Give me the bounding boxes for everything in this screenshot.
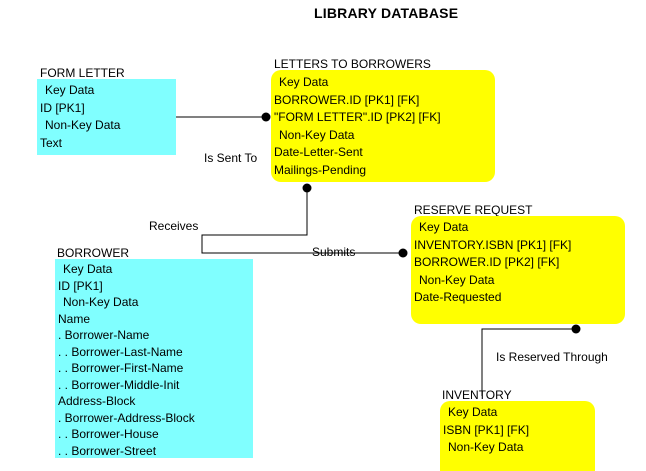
reserve-request-title: RESERVE REQUEST bbox=[414, 203, 533, 217]
key-data-header: Key Data bbox=[279, 75, 329, 89]
attribute: . . Borrower-First-Name bbox=[58, 361, 184, 375]
attribute: ID [PK1] bbox=[40, 100, 85, 115]
relationship-lines bbox=[176, 112, 581, 396]
reserve-request-entity[interactable]: Key Data INVENTORY.ISBN [PK1] [FK] BORRO… bbox=[411, 216, 625, 324]
submits-line bbox=[201, 242, 403, 254]
submits-label: Submits bbox=[312, 245, 356, 259]
attribute: Text bbox=[40, 135, 63, 150]
attribute: . . Borrower-Street bbox=[58, 443, 157, 458]
attribute: . . Borrower-Middle-Init bbox=[58, 377, 180, 392]
is-reserved-through-label: Is Reserved Through bbox=[496, 350, 608, 364]
attribute: . Borrower-Address-Block bbox=[58, 410, 195, 425]
key-data-header: Key Data bbox=[419, 220, 469, 234]
is-sent-to-endpoint bbox=[261, 112, 271, 122]
letters-to-borrowers-entity[interactable]: Key Data BORROWER.ID [PK1] [FK] "FORM LE… bbox=[271, 70, 495, 182]
submits-endpoint bbox=[398, 248, 408, 258]
diagram-title: LIBRARY DATABASE bbox=[314, 5, 459, 21]
attribute: BORROWER.ID [PK1] [FK] bbox=[274, 92, 420, 107]
receives-endpoint bbox=[302, 183, 312, 193]
non-key-data-header: Non-Key Data bbox=[279, 127, 355, 142]
key-data-header: Key Data bbox=[45, 83, 95, 97]
key-data-header: Key Data bbox=[63, 262, 113, 276]
is-reserved-through-line bbox=[481, 328, 576, 396]
key-data-header: Key Data bbox=[448, 405, 498, 419]
borrower-title: BORROWER bbox=[57, 246, 129, 260]
attribute: . Borrower-Name bbox=[58, 328, 150, 342]
attribute: . . Borrower-Last-Name bbox=[58, 344, 183, 359]
receives-label: Receives bbox=[149, 219, 199, 233]
non-key-data-header: Non-Key Data bbox=[419, 272, 495, 287]
receives-line bbox=[201, 188, 308, 242]
form-letter-title: FORM LETTER bbox=[40, 66, 125, 80]
is-sent-to-label: Is Sent To bbox=[204, 151, 258, 165]
attribute: "FORM LETTER".ID [PK2] [FK] bbox=[274, 110, 441, 124]
inventory-entity[interactable]: Key Data ISBN [PK1] [FK] Non-Key Data bbox=[440, 401, 595, 471]
non-key-data-header: Non-Key Data bbox=[45, 118, 121, 132]
attribute: Date-Requested bbox=[414, 290, 502, 304]
attribute: ID [PK1] bbox=[58, 278, 103, 293]
attribute: Name bbox=[58, 311, 91, 326]
attribute: INVENTORY.ISBN [PK1] [FK] bbox=[414, 237, 572, 252]
attribute: Mailings-Pending bbox=[274, 162, 367, 177]
attribute: ISBN [PK1] [FK] bbox=[443, 422, 530, 437]
inventory-title: INVENTORY bbox=[442, 388, 512, 402]
attribute: . . Borrower-House bbox=[58, 427, 159, 441]
form-letter-entity[interactable]: Key Data ID [PK1] Non-Key Data Text bbox=[37, 79, 176, 155]
non-key-data-header: Non-Key Data bbox=[63, 295, 139, 309]
non-key-data-header: Non-Key Data bbox=[448, 440, 524, 454]
attribute: BORROWER.ID [PK2] [FK] bbox=[414, 255, 560, 269]
is-reserved-through-endpoint bbox=[571, 324, 581, 334]
borrower-entity[interactable]: Key Data ID [PK1] Non-Key Data Name . Bo… bbox=[55, 259, 253, 458]
attribute: Address-Block bbox=[58, 394, 136, 408]
attribute: Date-Letter-Sent bbox=[274, 145, 363, 159]
letters-to-borrowers-title: LETTERS TO BORROWERS bbox=[274, 57, 431, 71]
